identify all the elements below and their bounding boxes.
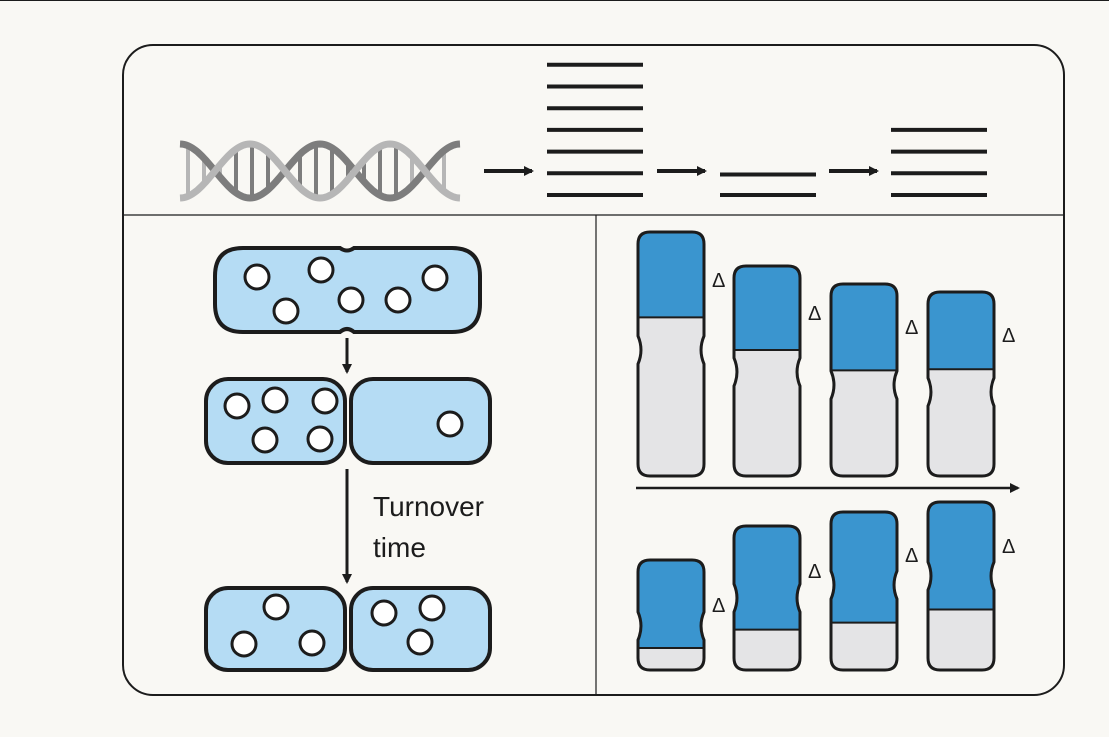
vesicle [272, 297, 300, 325]
top-border-line [0, 0, 1109, 1]
cell-stage-3 [204, 586, 492, 672]
delta-symbol: Δ [905, 317, 918, 339]
tube-comparison-panel: Δ Δ Δ Δ Δ Δ Δ Δ [636, 230, 1020, 672]
tube-outline [732, 264, 802, 478]
tube-filled-region [638, 232, 704, 318]
tube-outline [732, 524, 802, 672]
tube: Δ [732, 264, 821, 478]
gene-expression-panel [179, 62, 987, 202]
tube: Δ [636, 558, 725, 672]
tube-empty-region [734, 629, 800, 670]
tube-empty-region [831, 370, 897, 476]
tube-outline [636, 558, 706, 672]
dna-strand [179, 140, 461, 202]
tube-outline [926, 500, 996, 672]
tube-empty-region [638, 317, 704, 476]
tube-filled-region [831, 512, 897, 623]
tube-outline [829, 510, 899, 672]
turnover-label-line2: time [373, 532, 426, 563]
band-stack-high [547, 62, 643, 197]
tube-filled-region [928, 502, 994, 610]
vesicle [223, 392, 251, 420]
vesicle [306, 425, 334, 453]
vesicle [406, 628, 434, 656]
tube-row-top: Δ Δ Δ Δ [636, 230, 1015, 478]
vesicle [421, 264, 449, 292]
delta-symbol: Δ [712, 595, 725, 617]
vesicle [307, 256, 335, 284]
cell-stage-1 [213, 246, 482, 334]
tube-filled-region [831, 284, 897, 371]
tube: Δ [926, 500, 1015, 672]
tube-empty-region [638, 648, 704, 670]
vesicle [261, 386, 289, 414]
band-stack-mid [891, 127, 987, 197]
tube-filled-region [734, 526, 800, 630]
vesicle [251, 426, 279, 454]
tube-empty-region [831, 622, 897, 670]
tube: Δ [732, 524, 821, 672]
vesicle-group [223, 386, 464, 454]
tube-outline [829, 282, 899, 478]
vesicle [230, 630, 258, 658]
dna-double-helix-icon [179, 140, 461, 202]
dna-strand [179, 140, 461, 202]
tube-row-bottom: Δ Δ Δ Δ [636, 500, 1015, 672]
delta-symbol: Δ [1002, 536, 1015, 558]
tube-outline [636, 230, 706, 478]
cell-division-panel: Turnover time [204, 246, 492, 672]
delta-symbol: Δ [808, 561, 821, 583]
tube: Δ [636, 230, 725, 478]
vesicle [436, 410, 464, 438]
vesicle [298, 629, 326, 657]
tube: Δ [829, 282, 918, 478]
tube-filled-region [638, 560, 704, 648]
band-stack-low [720, 172, 816, 197]
daughter-cell-right [349, 377, 492, 465]
turnover-label-line1: Turnover [373, 491, 484, 522]
tube: Δ [926, 290, 1015, 478]
tube-empty-region [928, 369, 994, 476]
tube-filled-region [734, 266, 800, 350]
vesicle [243, 263, 271, 291]
vesicle [262, 593, 290, 621]
tube-empty-region [734, 350, 800, 476]
vesicle [418, 594, 446, 622]
vesicle-group [243, 256, 449, 325]
vesicle [311, 387, 339, 415]
tube: Δ [829, 510, 918, 672]
cell-stage-2 [204, 377, 492, 465]
tube-filled-region [928, 292, 994, 370]
tube-empty-region [928, 609, 994, 670]
delta-symbol: Δ [1002, 325, 1015, 347]
delta-symbol: Δ [905, 545, 918, 567]
vesicle-group [230, 593, 446, 658]
vesicle [337, 286, 365, 314]
delta-symbol: Δ [808, 303, 821, 325]
delta-symbol: Δ [712, 270, 725, 292]
tube-outline [926, 290, 996, 478]
outer-frame [122, 44, 1065, 696]
vesicle [384, 286, 412, 314]
vesicle [370, 599, 398, 627]
